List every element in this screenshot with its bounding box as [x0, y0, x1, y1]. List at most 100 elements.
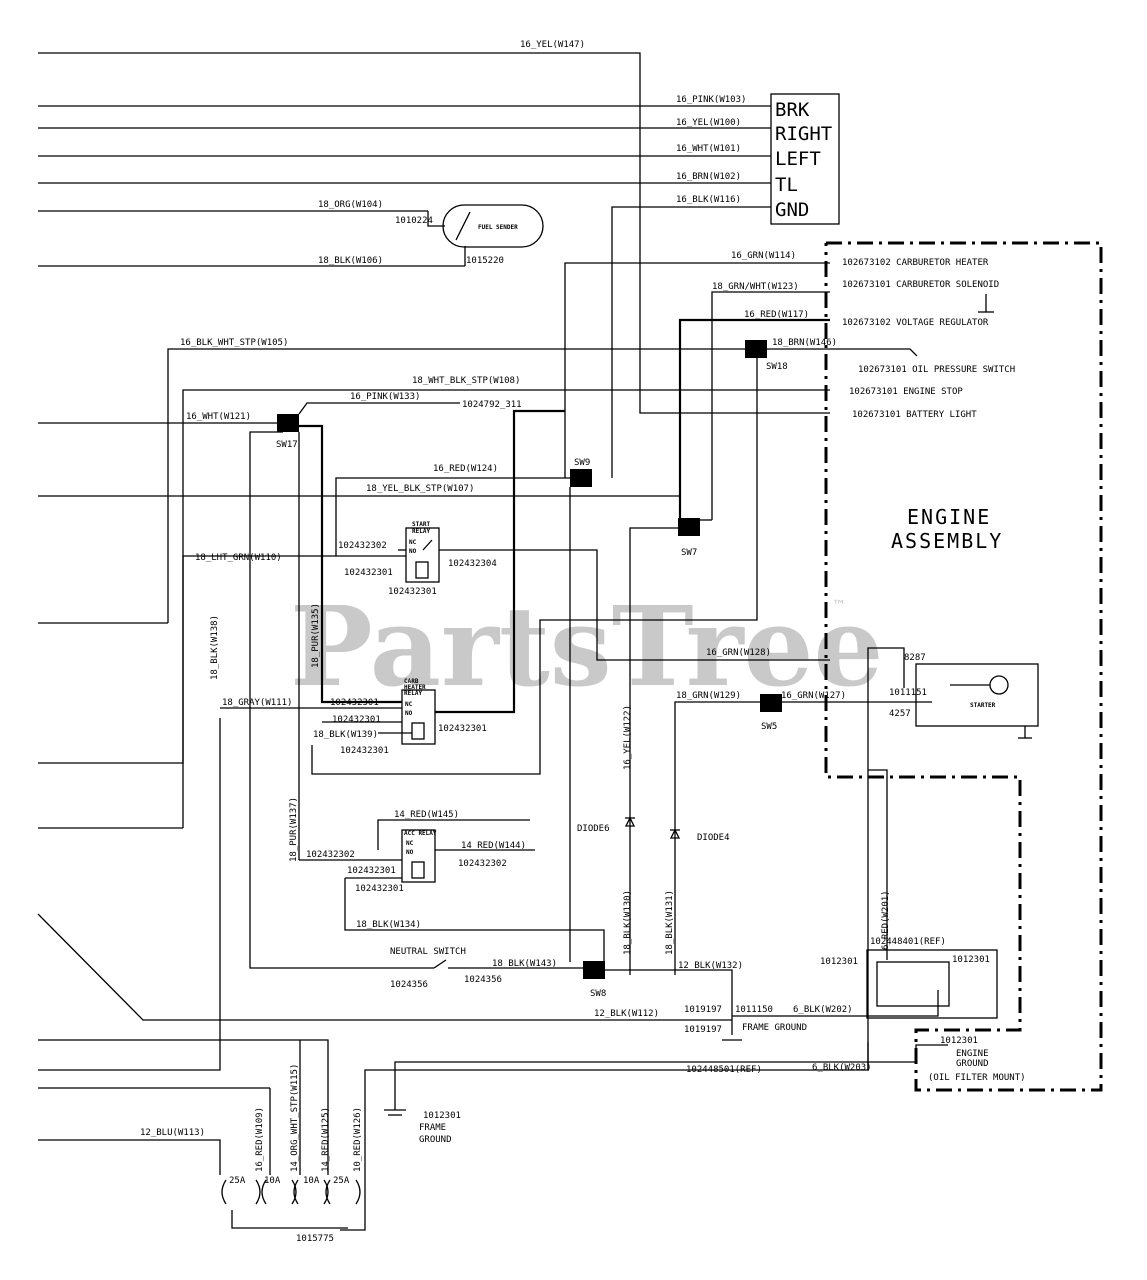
engine-assembly-title-1: ENGINE: [907, 505, 991, 529]
wire-w104-drop: [427, 211, 445, 227]
engine-item-oil-pressure: 102673101 OIL PRESSURE SWITCH: [858, 365, 1015, 375]
wire-w145: [377, 819, 530, 850]
start-relay-contact-icon: [422, 539, 433, 551]
wire-label-w116: 16_BLK(W116): [676, 195, 741, 205]
fuse-25a-2-label: 25A: [333, 1176, 350, 1186]
neutral-switch-label: NEUTRAL SWITCH: [390, 947, 466, 957]
diode6-icon: [624, 816, 636, 827]
start-relay-coil-icon: [415, 561, 429, 579]
wire-w111: [38, 718, 221, 1071]
carb-relay-label-1: CARB: [404, 678, 419, 685]
fuse-10a-1-label: 10A: [264, 1176, 281, 1186]
wire-w126: [340, 1042, 869, 1231]
engine-item-voltage-regulator: 102673102 VOLTAGE REGULATOR: [842, 318, 989, 328]
wire-w124: [335, 477, 570, 556]
part-102448401: 102448401(REF): [870, 937, 946, 947]
engine-ground-label-3: (OIL FILTER MOUNT): [928, 1073, 1026, 1083]
wire-label-w135: 18_PUR(W135): [311, 603, 321, 668]
fuse-25a-1-label: 25A: [229, 1176, 246, 1186]
wire-w113: [38, 1139, 221, 1175]
fuse-10a-2-label: 10A: [303, 1176, 320, 1186]
wire-w132: [605, 969, 733, 1035]
carb-heater-relay: [401, 689, 436, 745]
part-1012301-c: 1012301: [940, 1036, 978, 1046]
wire-w129: [674, 701, 760, 975]
engine-assembly-boundary: [824, 241, 1103, 1092]
wire-label-w113: 12_BLU(W113): [140, 1128, 205, 1138]
engine-item-carb-solenoid: 102673101 CARBURETOR SOLENOID: [842, 280, 999, 290]
part-102432301-a: 102432301: [344, 568, 393, 578]
acc-relay: [401, 829, 436, 883]
frame-ground-label-2b: GROUND: [419, 1135, 452, 1145]
fuel-sender-resistor-icon: [455, 211, 471, 241]
wire-label-w115: 14_ORG_WHT_STP(W115): [290, 1064, 300, 1172]
wire-label-w133: 16_PINK(W133): [350, 392, 420, 402]
acc-relay-label: ACC RELAY: [404, 830, 437, 837]
switch-sw5: [760, 694, 782, 712]
switch-sw7: [678, 518, 700, 536]
wire-label-w121: 16_WHT(W121): [186, 412, 251, 422]
neutral-switch-icon: [433, 959, 447, 969]
part-102432302-b: 102432302: [306, 850, 355, 860]
switch-label-sw7: SW7: [681, 548, 697, 558]
wire-w202: [732, 990, 939, 1017]
engine-ground-label-2: GROUND: [956, 1059, 989, 1069]
switch-label-sw5: SW5: [761, 722, 777, 732]
engine-item-carb-heater: 102673102 CARBURETOR HEATER: [842, 258, 989, 268]
wire-label-w122: 16_YEL(W122): [623, 705, 633, 770]
part-102432301-e: 102432301: [332, 715, 381, 725]
switch-sw8: [583, 961, 605, 979]
wire-w138: [249, 431, 283, 718]
start-relay: [405, 527, 440, 583]
fuse-25a-1-icon: [221, 1179, 261, 1205]
part-1012301-a: 1012301: [820, 957, 858, 967]
part-102448501: 102448501(REF): [686, 1065, 762, 1075]
part-1011150: 1011150: [735, 1005, 773, 1015]
wire-label-w129: 18_GRN(W129): [676, 691, 741, 701]
wire-label-w132: 12_BLK(W132): [678, 961, 743, 971]
switch-label-sw9: SW9: [574, 458, 590, 468]
wire-label-w111: 18_GRAY(W111): [222, 698, 292, 708]
wire-label-w103: 16_PINK(W103): [676, 95, 746, 105]
wire-label-w147: 16_YEL(W147): [520, 40, 585, 50]
switch-label-sw17: SW17: [276, 440, 298, 450]
part-102432301-c: 102432301: [438, 724, 487, 734]
wire-label-w146: 18_BRN(W146): [772, 338, 837, 348]
wire-label-w114: 16_GRN(W114): [731, 251, 796, 261]
wire-label-w138: 18_BLK(W138): [210, 615, 220, 680]
wire-w105: [167, 348, 918, 623]
part-1012301-d: 1012301: [423, 1111, 461, 1121]
part-4257: 4257: [889, 709, 911, 719]
wire-label-w130: 18_BLK(W130): [623, 890, 633, 955]
wire-w133: [298, 402, 460, 415]
engine-assembly-title-2: ASSEMBLY: [891, 529, 1003, 553]
carb-relay-no: NO: [405, 710, 413, 717]
carb-relay-label-2: HEATER: [404, 684, 426, 691]
wire-w201: [868, 769, 888, 960]
wire-label-w201: 6_RED(W201): [881, 890, 891, 950]
fuse-25a-2-icon: [325, 1179, 361, 1205]
wire-label-w117: 16_RED(W117): [744, 310, 809, 320]
part-102432301-b: 102432301: [388, 587, 437, 597]
part-1011151: 1011151: [889, 688, 927, 698]
wire-label-w100: 16_YEL(W100): [676, 118, 741, 128]
wire-label-w108: 18_WHT_BLK_STP(W108): [412, 376, 520, 386]
wire-sw18-return: [311, 358, 758, 775]
starter-motor-icon: [989, 675, 1009, 695]
wire-w135-thick: [299, 424, 402, 704]
part-1024356-a: 1024356: [390, 980, 428, 990]
wire-label-w125: 14_RED(W125): [321, 1107, 331, 1172]
acc-relay-no: NO: [406, 849, 414, 856]
carb-relay-nc: NC: [405, 701, 413, 708]
frame-ground-label-2a: FRAME: [419, 1123, 446, 1133]
wire-label-w144: 14_RED(W144): [461, 841, 526, 851]
engine-item-battery-light: 102673101 BATTERY LIGHT: [852, 410, 977, 420]
connector-label-right: RIGHT: [775, 123, 832, 145]
part-102432301-d: 102432301: [330, 698, 379, 708]
part-1019197-a: 1019197: [684, 1005, 722, 1015]
battery-icon: [876, 961, 950, 1007]
harness-connector: [770, 93, 840, 225]
start-relay-no: NO: [409, 548, 417, 555]
part-102432301-i: 102432301: [355, 884, 404, 894]
fuel-sender: [442, 204, 544, 248]
